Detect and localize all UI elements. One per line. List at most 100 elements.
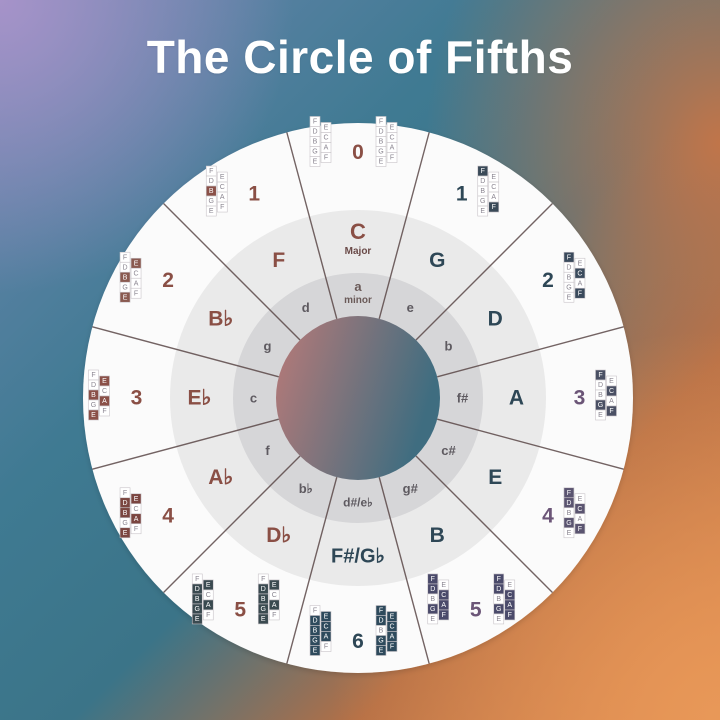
svg-text:B: B: [123, 274, 128, 281]
svg-text:F: F: [123, 254, 127, 261]
major-key-label: G: [429, 249, 445, 272]
accidental-count: 4: [542, 504, 554, 527]
svg-text:E: E: [379, 648, 384, 655]
svg-text:F: F: [220, 204, 224, 211]
segment-divider: [437, 418, 624, 470]
svg-text:G: G: [566, 520, 571, 527]
svg-text:E: E: [195, 616, 200, 623]
svg-text:F: F: [272, 612, 276, 619]
svg-text:A: A: [272, 602, 277, 609]
svg-text:F: F: [390, 644, 394, 651]
segment-divider: [92, 326, 279, 378]
svg-text:E: E: [91, 412, 96, 419]
minor-key-label: c: [250, 391, 257, 406]
svg-text:F: F: [508, 612, 512, 619]
svg-text:D: D: [480, 178, 485, 185]
svg-text:G: G: [480, 198, 485, 205]
svg-text:A: A: [390, 634, 395, 641]
svg-text:E: E: [324, 614, 329, 621]
accidental-count: 3: [131, 387, 143, 410]
minor-key-label: f: [265, 443, 270, 458]
svg-text:B: B: [598, 392, 603, 399]
svg-text:A: A: [578, 280, 583, 287]
accidental-count: 6: [352, 630, 364, 653]
svg-text:F: F: [442, 612, 446, 619]
svg-text:E: E: [102, 378, 107, 385]
accidental-count: 4: [162, 504, 174, 527]
svg-text:E: E: [123, 530, 128, 537]
svg-text:C: C: [102, 388, 107, 395]
svg-text:B: B: [496, 596, 501, 603]
svg-text:G: G: [378, 638, 383, 645]
major-word-label: Major: [345, 246, 372, 257]
svg-text:D: D: [378, 129, 383, 136]
svg-text:A: A: [324, 634, 329, 641]
svg-text:D: D: [91, 382, 96, 389]
svg-text:E: E: [261, 616, 266, 623]
svg-text:D: D: [430, 586, 435, 593]
svg-text:C: C: [389, 624, 394, 631]
svg-text:F: F: [195, 576, 199, 583]
segment-divider: [415, 203, 553, 341]
accidental-count: 2: [162, 269, 174, 292]
minor-key-label: g: [264, 338, 272, 353]
svg-text:F: F: [390, 155, 394, 162]
svg-text:E: E: [578, 496, 583, 503]
svg-text:G: G: [261, 606, 266, 613]
minor-key-label: b: [445, 338, 453, 353]
minor-word-label: minor: [344, 295, 372, 306]
svg-text:E: E: [379, 159, 384, 166]
major-key-label: D: [488, 307, 503, 330]
svg-text:F: F: [313, 119, 317, 126]
svg-text:B: B: [313, 139, 318, 146]
svg-text:E: E: [491, 174, 496, 181]
svg-text:E: E: [578, 260, 583, 267]
svg-text:E: E: [567, 294, 572, 301]
svg-text:D: D: [209, 178, 214, 185]
svg-text:A: A: [578, 516, 583, 523]
svg-text:G: G: [312, 149, 317, 156]
svg-text:C: C: [134, 506, 139, 513]
svg-text:C: C: [220, 184, 225, 191]
svg-text:F: F: [492, 204, 496, 211]
segment-divider: [286, 132, 338, 319]
svg-text:G: G: [91, 402, 96, 409]
svg-text:F: F: [206, 612, 210, 619]
accidental-count: 1: [248, 183, 260, 206]
minor-key-label: d#/e♭: [343, 496, 373, 510]
svg-text:C: C: [389, 135, 394, 142]
svg-text:E: E: [209, 208, 214, 215]
svg-text:A: A: [507, 602, 512, 609]
svg-text:G: G: [122, 520, 127, 527]
svg-text:E: E: [441, 582, 446, 589]
svg-text:F: F: [481, 168, 485, 175]
segment-divider: [163, 455, 301, 593]
svg-text:D: D: [123, 500, 128, 507]
svg-text:E: E: [567, 530, 572, 537]
svg-text:G: G: [195, 606, 200, 613]
svg-text:F: F: [134, 526, 138, 533]
svg-text:F: F: [609, 408, 613, 415]
svg-text:A: A: [390, 145, 395, 152]
svg-text:F: F: [91, 372, 95, 379]
major-key-label: D♭: [266, 524, 291, 547]
minor-key-label: a: [354, 279, 362, 294]
svg-text:G: G: [312, 638, 317, 645]
minor-key-label: g#: [403, 481, 419, 496]
svg-text:A: A: [491, 194, 496, 201]
svg-text:D: D: [566, 264, 571, 271]
svg-text:A: A: [102, 398, 107, 405]
svg-text:B: B: [567, 274, 572, 281]
svg-text:F: F: [497, 576, 501, 583]
minor-key-label: d: [302, 300, 310, 315]
major-key-label: B: [430, 524, 445, 547]
svg-text:B: B: [480, 188, 485, 195]
svg-text:C: C: [441, 592, 446, 599]
svg-text:C: C: [577, 270, 582, 277]
